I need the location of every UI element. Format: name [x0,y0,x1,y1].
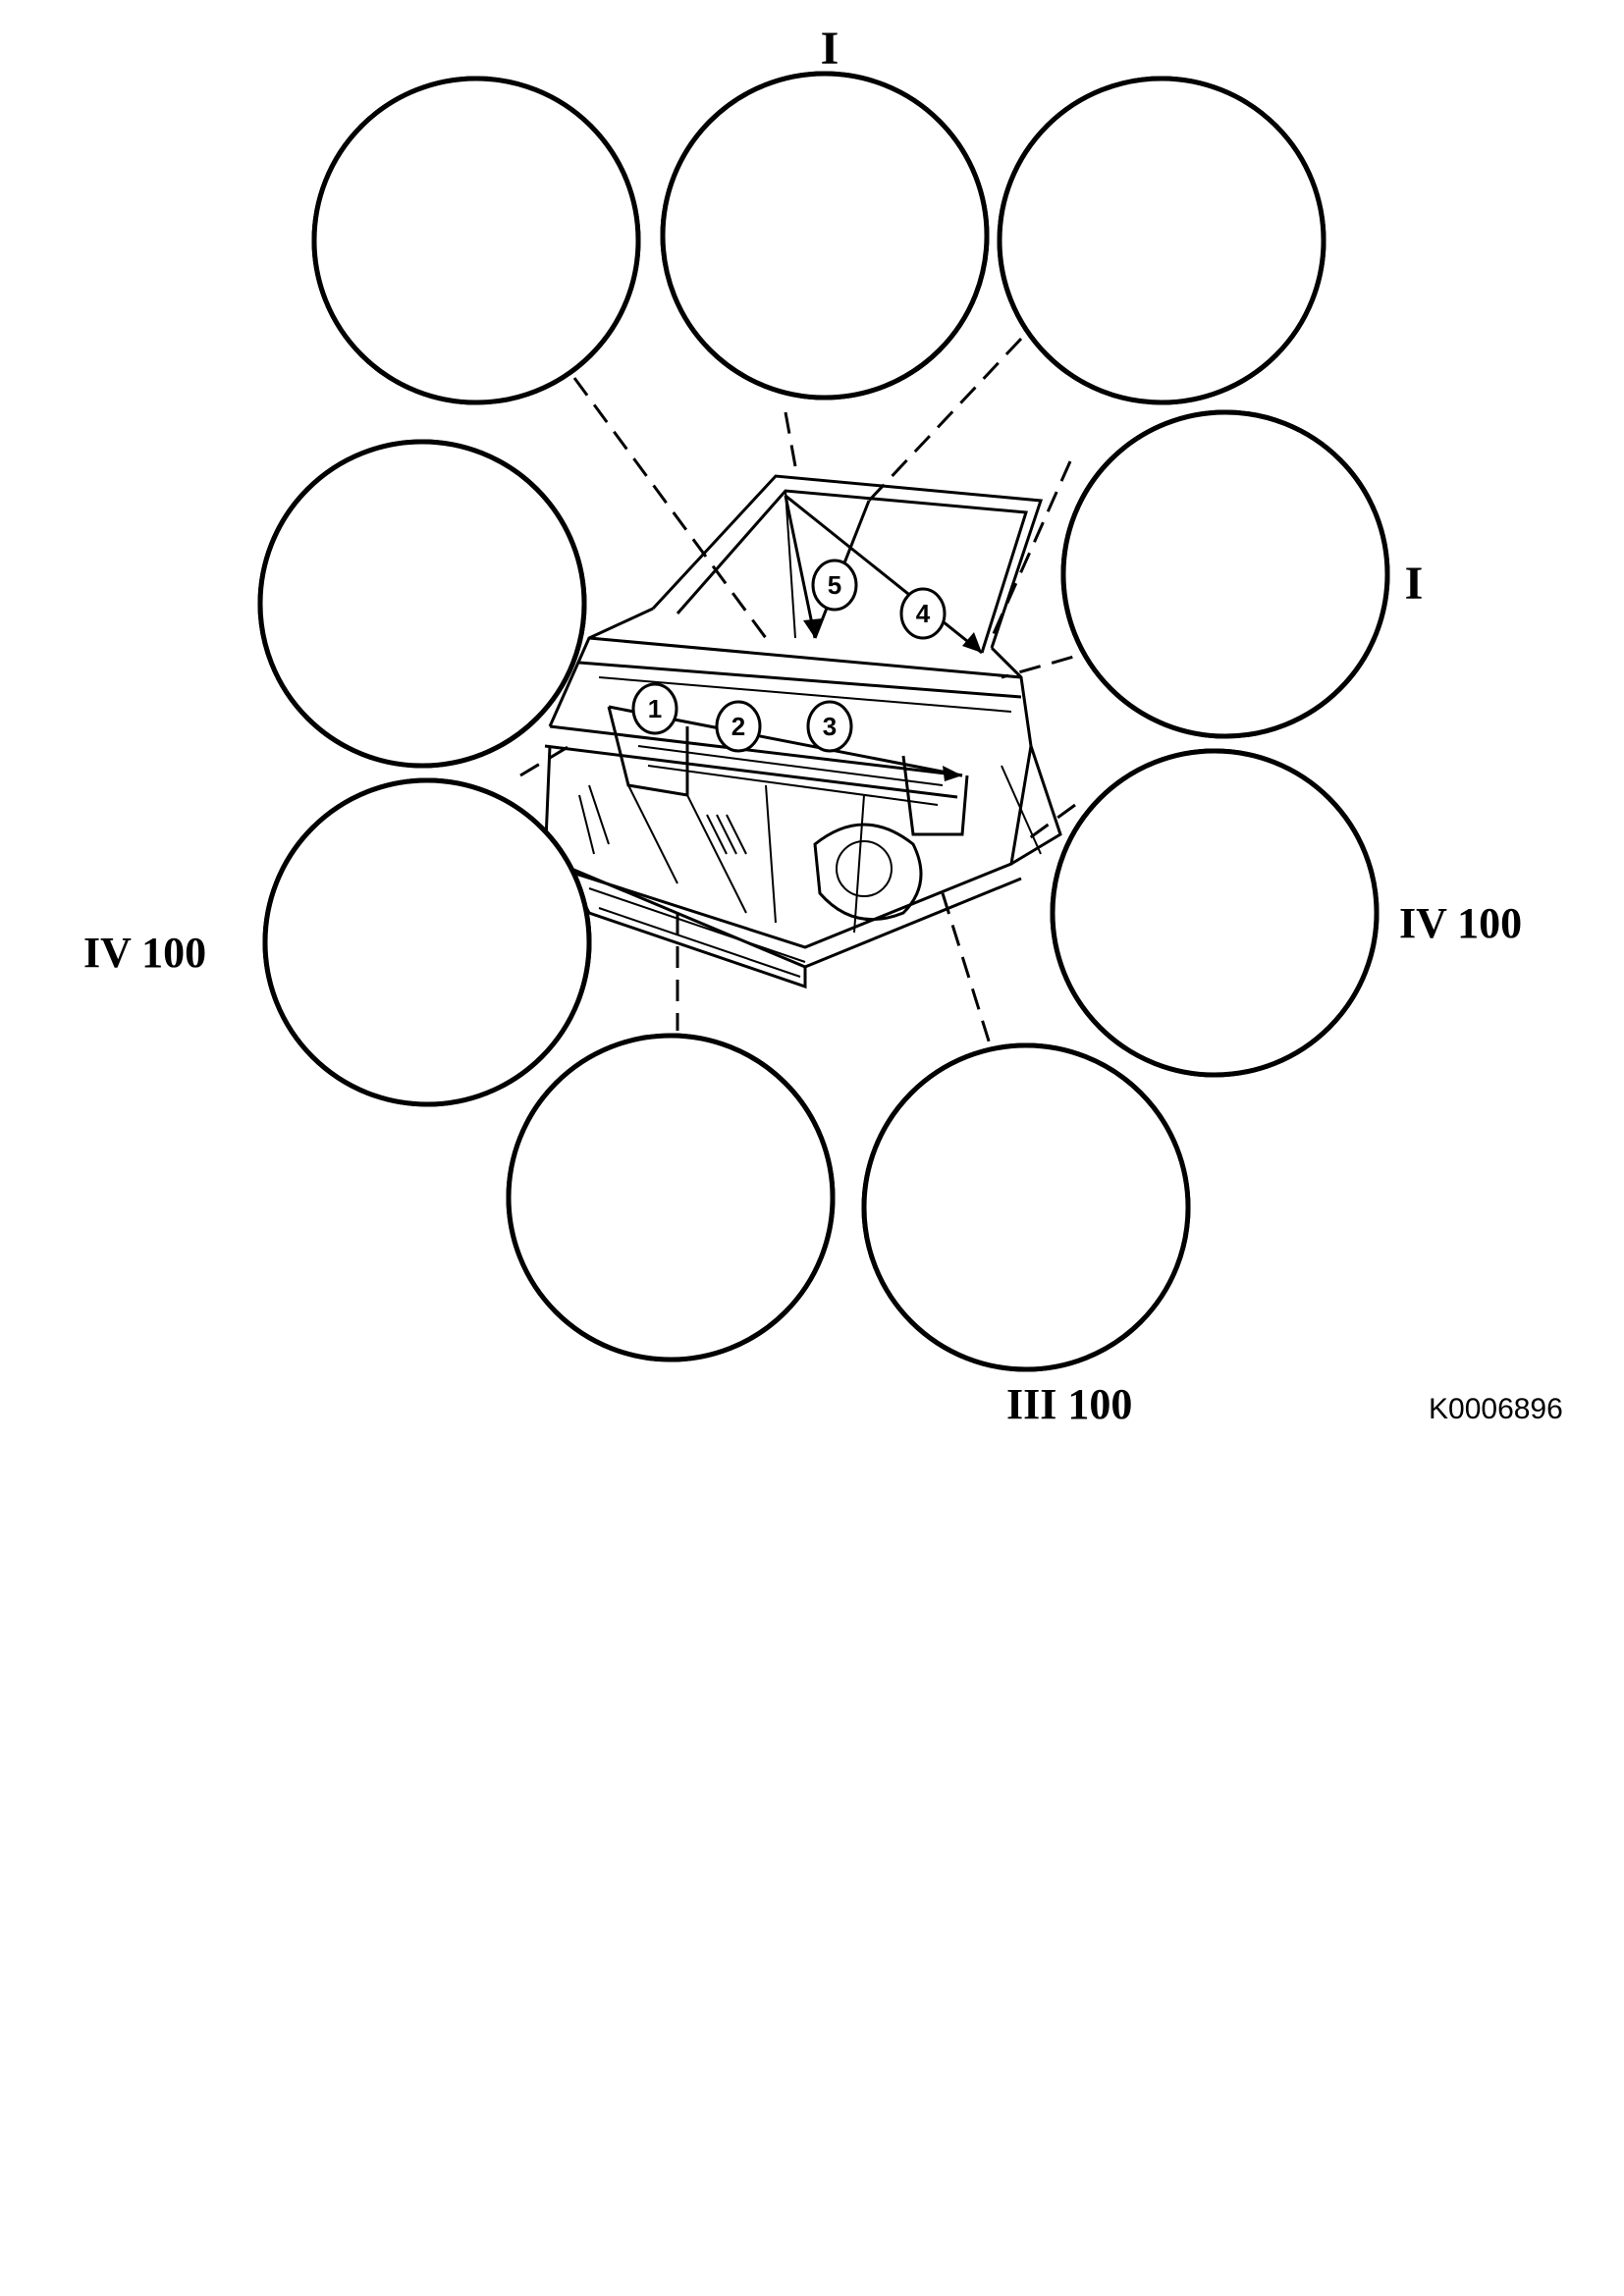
label-right-lower-detail: IV 100 [1399,899,1522,947]
svg-text:3: 3 [823,712,837,741]
label-bottom-detail: III 100 [1006,1380,1132,1428]
car-front-structure [543,474,1062,989]
svg-text:4: 4 [916,599,931,628]
detail-circle-top-right [997,76,1326,405]
detail-circle-bottom-center [506,1033,836,1362]
body-measurement-diagram: 1 2 3 4 5 [83,23,1563,1428]
detail-circle-top-center [660,71,990,400]
callout-2: 2 [715,700,762,753]
detail-circle-top-left [311,76,641,405]
svg-text:2: 2 [731,712,745,741]
svg-text:1: 1 [648,694,662,723]
label-top-detail: I [821,23,839,75]
label-left-detail: IV 100 [83,929,206,977]
detail-circle-lower-left [262,777,592,1107]
label-right-detail: I [1405,558,1424,610]
figure-code: K0006896 [1429,1393,1563,1425]
svg-text:5: 5 [828,570,841,600]
callout-4: 4 [899,587,947,640]
callout-5: 5 [811,559,858,612]
callout-3: 3 [806,700,853,753]
callout-1: 1 [631,682,678,735]
detail-circle-middle-left [257,439,587,769]
detail-circle-lower-right [1050,748,1380,1078]
detail-circle-middle-right [1060,409,1390,739]
detail-circle-bottom-right [861,1042,1191,1372]
